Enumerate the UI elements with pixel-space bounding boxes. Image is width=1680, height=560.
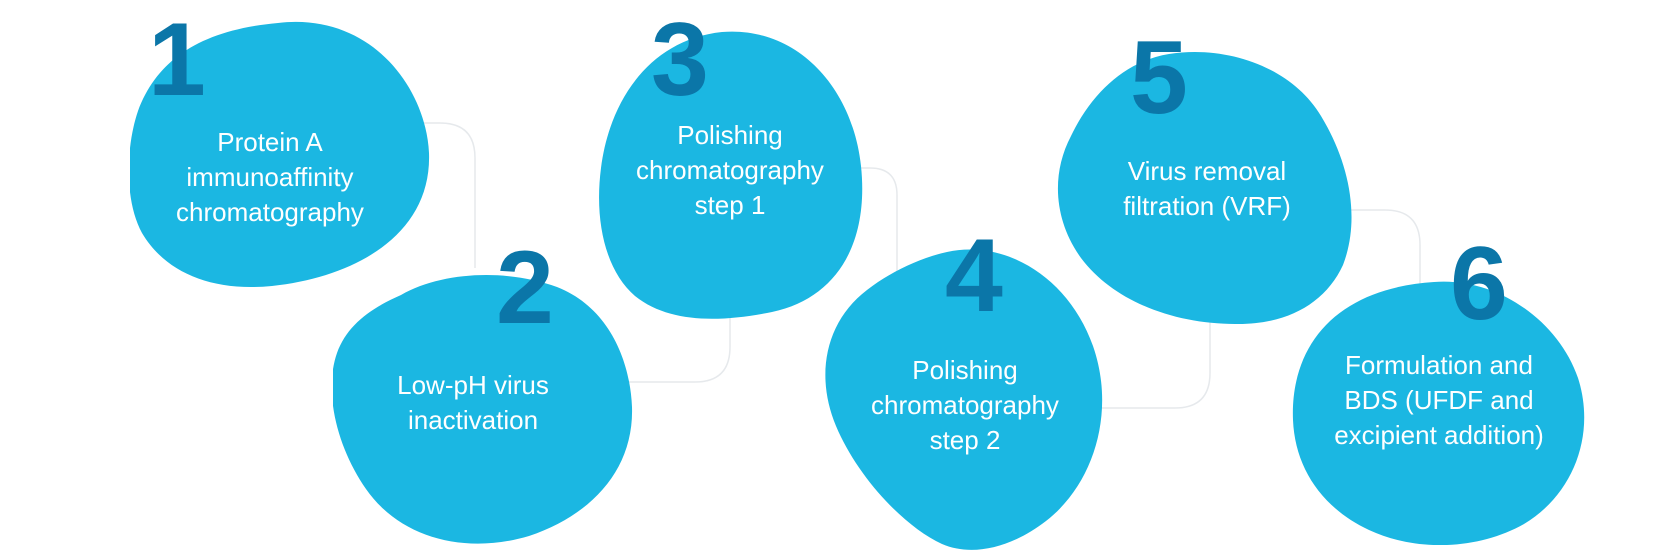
connector-3-4 bbox=[858, 167, 898, 280]
step-5-number: 5 bbox=[1130, 20, 1188, 136]
step-4-blob bbox=[825, 249, 1103, 550]
step-1-label: Protein A immunoaffinity chromatography bbox=[176, 127, 364, 227]
step-2: 2 Low-pH virus inactivation bbox=[333, 236, 633, 545]
connector-4-5 bbox=[1098, 322, 1211, 409]
step-4-label: Polishing chromatography step 2 bbox=[871, 355, 1059, 455]
step-5-label: Virus removal filtration (VRF) bbox=[1123, 155, 1291, 221]
step-6-label: Formulation and BDS (UFDF and excipient … bbox=[1334, 350, 1544, 450]
step-2-label: Low-pH virus inactivation bbox=[397, 369, 549, 435]
step-3: 3 Polishing chromatography step 1 bbox=[598, 8, 863, 320]
step-1: 1 Protein A immunoaffinity chromatograph… bbox=[130, 8, 430, 290]
connector-5-6 bbox=[1350, 209, 1421, 300]
step-4-number: 4 bbox=[945, 218, 1003, 334]
step-1-number: 1 bbox=[148, 2, 206, 118]
step-3-blob bbox=[599, 31, 863, 319]
step-1-blob bbox=[130, 21, 430, 287]
step-6-blob bbox=[1292, 281, 1585, 545]
step-5-blob bbox=[1057, 51, 1352, 325]
step-3-number: 3 bbox=[651, 2, 709, 118]
step-4: 4 Polishing chromatography step 2 bbox=[825, 224, 1105, 553]
step-3-label: Polishing chromatography step 1 bbox=[636, 120, 824, 220]
step-6: 6 Formulation and BDS (UFDF and excipien… bbox=[1292, 232, 1587, 545]
step-6-number: 6 bbox=[1450, 226, 1508, 342]
connector-2-3 bbox=[628, 318, 731, 383]
connector-1-2 bbox=[400, 122, 476, 268]
step-2-number: 2 bbox=[496, 230, 554, 346]
step-5: 5 Virus removal filtration (VRF) bbox=[1057, 26, 1357, 325]
step-2-blob bbox=[333, 275, 633, 544]
